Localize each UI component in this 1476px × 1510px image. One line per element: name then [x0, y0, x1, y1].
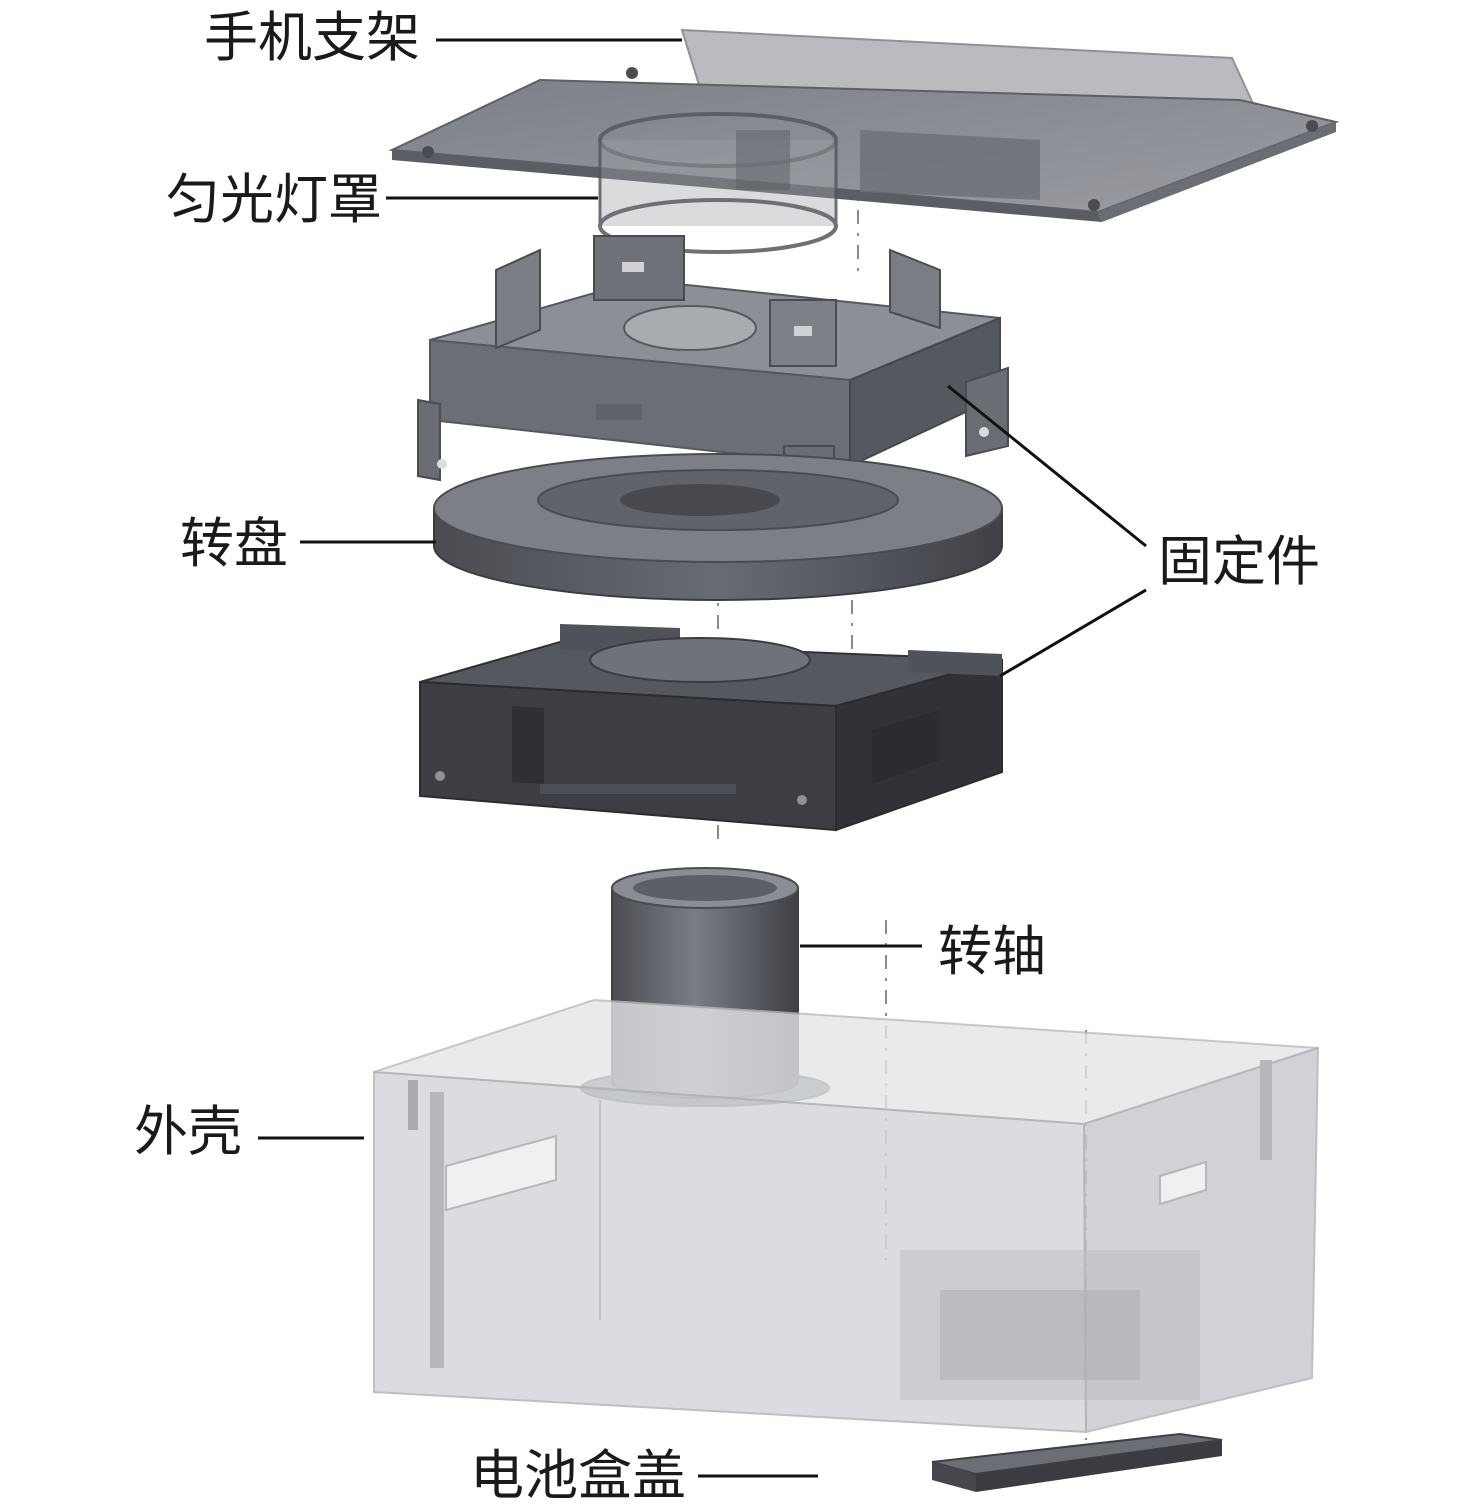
label-shaft: 转轴 — [938, 920, 1046, 983]
label-battery-cover: 电池盒盖 — [470, 1444, 686, 1507]
label-turntable: 转盘 — [180, 512, 288, 575]
label-housing: 外壳 — [134, 1100, 242, 1163]
battery-cover-part — [931, 1432, 1223, 1492]
housing-part — [373, 998, 1320, 1434]
leader-fixture-upper — [947, 384, 1147, 548]
upper-fixture-part — [417, 235, 1009, 509]
label-light-diffuser: 匀光灯罩 — [166, 168, 382, 231]
label-phone-stand: 手机支架 — [204, 6, 420, 69]
leader-fixture-lower — [999, 588, 1147, 678]
phone-stand-part — [388, 28, 1340, 222]
leader-lines — [258, 38, 1147, 1478]
lower-fixture-part — [419, 624, 1003, 832]
label-fixture: 固定件 — [1158, 530, 1320, 593]
turntable-part — [433, 453, 1003, 601]
light-diffuser-part — [598, 112, 838, 254]
